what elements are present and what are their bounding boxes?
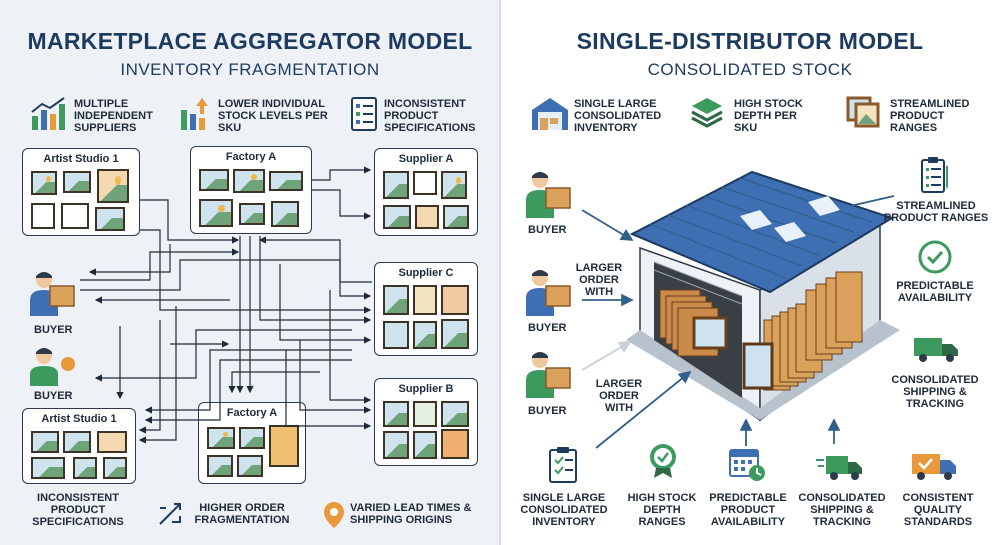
fragmentation-arrows-icon [159,503,181,525]
bottom-right-label-2: HIGH STOCK DEPTH RANGES [627,492,697,528]
order-label-1: LARGER ORDER WITH [575,262,623,298]
source-box-title: Supplier A [398,153,454,165]
source-box-factory-top: Factory A [190,146,312,234]
bottom-right-label-4: CONSOLIDATED SHIPPING & TRACKING [798,492,886,528]
side-feature-label-1: STREAMLINED PRODUCT RANGES [883,200,989,224]
delivery-truck-icon [914,338,958,362]
source-box-title: Factory A [225,151,277,163]
right-top-feature-label-1: SINGLE LARGE CONSOLIDATED INVENTORY [574,98,662,134]
declining-bars-icon [181,98,208,130]
source-box-title: Artist Studio 1 [43,153,119,165]
bottom-right-label-3: PREDICTABLE PRODUCT AVAILABILITY [709,492,787,528]
right-top-feature-label-2: HIGH STOCK DEPTH PER SKU [734,98,803,134]
order-label-2: LARGER ORDER WITH [595,378,643,414]
source-box-title: Factory A [226,407,278,419]
buyer-thinking-icon [30,348,75,386]
source-box-factory-bottom: Factory A [198,402,306,484]
source-box-artist-studio-top: Artist Studio 1 [22,148,140,236]
source-box-artist-studio-bottom: Artist Studio 1 [22,408,136,484]
check-circle-icon [918,240,952,274]
source-box-title: Artist Studio 1 [41,413,117,425]
source-box-supplier-c: Supplier C [374,262,478,356]
right-title: SINGLE-DISTRIBUTOR MODEL [576,28,924,54]
bottom-feature-label-2: HIGHER ORDER FRAGMENTATION [194,502,290,526]
framed-pictures-icon [846,96,880,128]
source-box-title: Supplier B [398,383,454,395]
right-top-feature-label-3: STREAMLINED PRODUCT RANGES [890,98,970,134]
bottom-feature-label-1: INCONSISTENT PRODUCT SPECIFICATIONS [32,492,124,528]
checklist-icon [351,97,377,131]
bottom-feature-label-3: VARIED LEAD TIMES & SHIPPING ORIGINS [350,502,472,526]
bar-chart-icon [31,97,65,130]
side-feature-label-2: PREDICTABLE AVAILABILITY [896,280,974,304]
badge-check-icon [650,444,676,478]
top-feature-label-2: LOWER INDIVIDUAL STOCK LEVELS PER SKU [218,98,328,134]
buyer-with-box-icon [526,270,571,316]
bottom-right-label-1: SINGLE LARGE CONSOLIDATED INVENTORY [520,492,608,528]
location-pin-icon [324,502,344,528]
top-feature-label-3: INCONSISTENT PRODUCT SPECIFICATIONS [384,98,476,134]
panel-divider [499,0,501,545]
stacked-layers-icon [691,98,723,128]
buyer-label-left-2: BUYER [34,390,73,402]
right-buyer-label-2: BUYER [528,322,567,334]
left-subtitle: INVENTORY FRAGMENTATION [120,60,380,79]
buyer-with-box-icon [526,352,571,398]
clipboard-icon [921,157,948,193]
buyer-with-box-icon [30,272,75,316]
source-box-supplier-b: Supplier B [374,378,478,466]
buyer-label-left-1: BUYER [34,324,73,336]
bottom-right-label-5: CONSISTENT QUALITY STANDARDS [902,492,974,528]
right-subtitle: CONSOLIDATED STOCK [647,60,853,79]
source-box-supplier-a: Supplier A [374,148,478,236]
calendar-clock-icon [729,449,765,481]
buyer-with-box-icon [526,172,571,218]
warehouse-icon [532,98,568,130]
clipboard-check-icon [549,447,577,483]
left-title: MARKETPLACE AGGREGATOR MODEL [27,28,473,54]
truck-check-icon [912,454,956,480]
source-box-title: Supplier C [398,267,454,279]
fragmented-order-arrows [80,166,372,444]
right-buyer-label-1: BUYER [528,224,567,236]
fast-truck-icon [816,456,862,480]
right-buyer-label-3: BUYER [528,405,567,417]
side-feature-label-3: CONSOLIDATED SHIPPING & TRACKING [891,374,979,410]
top-feature-label-1: MULTIPLE INDEPENDENT SUPPLIERS [74,98,153,134]
